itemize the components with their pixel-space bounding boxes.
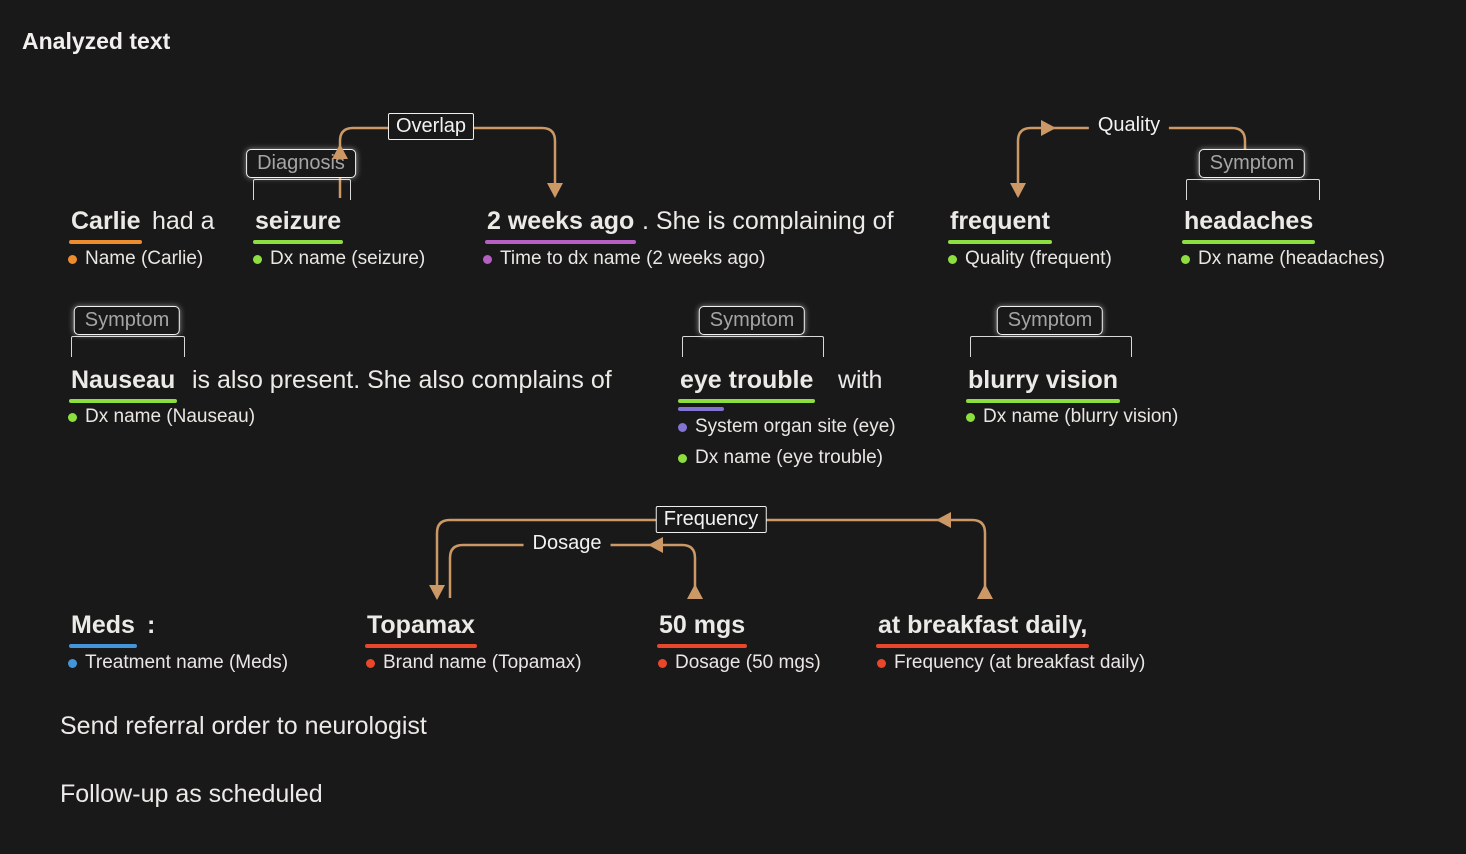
entity-two-weeks-ago: 2 weeks ago bbox=[484, 207, 637, 244]
text-referral-order: Send referral order to neurologist bbox=[60, 712, 427, 740]
entity-50-mgs: 50 mgs bbox=[656, 611, 748, 648]
dx-color-dot bbox=[1181, 254, 1190, 264]
name-color-dot bbox=[68, 254, 77, 264]
arrowhead-quality-to-frequent bbox=[1010, 183, 1026, 198]
tag-time-two-weeks: Time to dx name (2 weeks ago) bbox=[483, 248, 765, 270]
text-follow-up: Follow-up as scheduled bbox=[60, 780, 323, 808]
organ-color-dot bbox=[678, 422, 687, 432]
tag-frequency-breakfast: Frequency (at breakfast daily) bbox=[877, 652, 1145, 674]
text-is-also-present: is also present. She also complains of bbox=[192, 366, 612, 394]
tag-organ-site-eye: System organ site (eye) bbox=[678, 416, 896, 438]
dx-color-dot bbox=[966, 412, 975, 422]
arrowhead-quality-line bbox=[1041, 120, 1056, 136]
entity-carlie: Carlie bbox=[68, 207, 143, 244]
tag-label: Dx name (seizure) bbox=[270, 248, 426, 269]
tag-label: Dx name (blurry vision) bbox=[983, 406, 1179, 427]
tag-label: Dx name (Nauseau) bbox=[85, 406, 256, 427]
tag-treatment-meds: Treatment name (Meds) bbox=[68, 652, 288, 674]
tag-label: System organ site (eye) bbox=[695, 416, 896, 437]
tag-label: Dx name (headaches) bbox=[1198, 248, 1385, 269]
tag-label: Dx name (eye trouble) bbox=[695, 447, 883, 468]
entity-meds: Meds bbox=[69, 611, 137, 648]
entity-eye-trouble: eye trouble bbox=[677, 366, 816, 411]
treatment-color-dot bbox=[68, 658, 77, 668]
page-title: Analyzed text bbox=[22, 28, 171, 54]
text-colon: : bbox=[147, 611, 156, 639]
dosage-color-dot bbox=[658, 658, 667, 668]
symptom-label-blurry-vision: Symptom bbox=[996, 306, 1104, 335]
quality-color-dot bbox=[948, 254, 957, 264]
text-complaining-of: . She is complaining of bbox=[642, 207, 894, 235]
overlap-relation-label: Overlap bbox=[387, 113, 475, 140]
tag-label: Dosage (50 mgs) bbox=[675, 652, 821, 673]
dx-color-dot bbox=[68, 412, 77, 422]
symptom-label-headaches: Symptom bbox=[1198, 149, 1306, 178]
text-with: with bbox=[838, 366, 883, 394]
dx-color-dot bbox=[678, 453, 687, 463]
tag-label: Brand name (Topamax) bbox=[383, 652, 582, 673]
brand-color-dot bbox=[366, 658, 375, 668]
tag-dosage-50-mgs: Dosage (50 mgs) bbox=[658, 652, 821, 674]
tag-brand-topamax: Brand name (Topamax) bbox=[366, 652, 582, 674]
entity-nauseau: Nauseau bbox=[68, 366, 178, 403]
arrowhead-from-dose bbox=[687, 584, 703, 599]
time-color-dot bbox=[483, 254, 492, 264]
symptom-eye-trouble-bracket bbox=[682, 336, 824, 357]
tag-dx-seizure: Dx name (seizure) bbox=[253, 248, 425, 270]
arrowhead-overlap-to-diagnosis bbox=[332, 144, 348, 159]
entity-topamax: Topamax bbox=[365, 611, 477, 648]
tag-name-carlie: Name (Carlie) bbox=[68, 248, 203, 270]
tag-dx-nauseau: Dx name (Nauseau) bbox=[68, 406, 255, 428]
tag-dx-eye-trouble: Dx name (eye trouble) bbox=[678, 447, 883, 469]
entity-blurry-vision: blurry vision bbox=[965, 366, 1121, 403]
arrowhead-to-topamax bbox=[429, 585, 445, 600]
tag-quality-frequent: Quality (frequent) bbox=[948, 248, 1112, 270]
arrowhead-overlap-to-two-weeks bbox=[547, 183, 563, 198]
text-had-a: had a bbox=[152, 207, 215, 235]
tag-label: Quality (frequent) bbox=[965, 248, 1112, 269]
frequency-relation-label: Frequency bbox=[655, 506, 767, 533]
symptom-blurry-vision-bracket bbox=[970, 336, 1132, 357]
tag-dx-blurry-vision: Dx name (blurry vision) bbox=[966, 406, 1178, 428]
symptom-label-nauseau: Symptom bbox=[73, 306, 181, 335]
arrowhead-frequency-line bbox=[936, 512, 951, 528]
arrowhead-from-frequency bbox=[977, 584, 993, 599]
tag-dx-headaches: Dx name (headaches) bbox=[1181, 248, 1385, 270]
dx-color-dot bbox=[253, 254, 262, 264]
tag-label: Time to dx name (2 weeks ago) bbox=[500, 248, 766, 269]
tag-label: Treatment name (Meds) bbox=[85, 652, 289, 673]
symptom-label-eye-trouble: Symptom bbox=[698, 306, 806, 335]
quality-relation-label: Quality bbox=[1088, 114, 1170, 137]
entity-headaches: headaches bbox=[1181, 207, 1316, 244]
tag-label: Name (Carlie) bbox=[85, 248, 204, 269]
symptom-nauseau-bracket bbox=[71, 336, 185, 357]
frequency-color-dot bbox=[877, 658, 886, 668]
entity-seizure: seizure bbox=[252, 207, 344, 244]
symptom-headaches-bracket bbox=[1186, 179, 1320, 200]
diagnosis-bracket bbox=[253, 179, 351, 200]
entity-at-breakfast-daily: at breakfast daily, bbox=[875, 611, 1090, 648]
entity-frequent: frequent bbox=[948, 207, 1052, 244]
arrowhead-dosage-line bbox=[648, 537, 663, 553]
tag-label: Frequency (at breakfast daily) bbox=[894, 652, 1146, 673]
dosage-relation-label: Dosage bbox=[523, 532, 611, 555]
